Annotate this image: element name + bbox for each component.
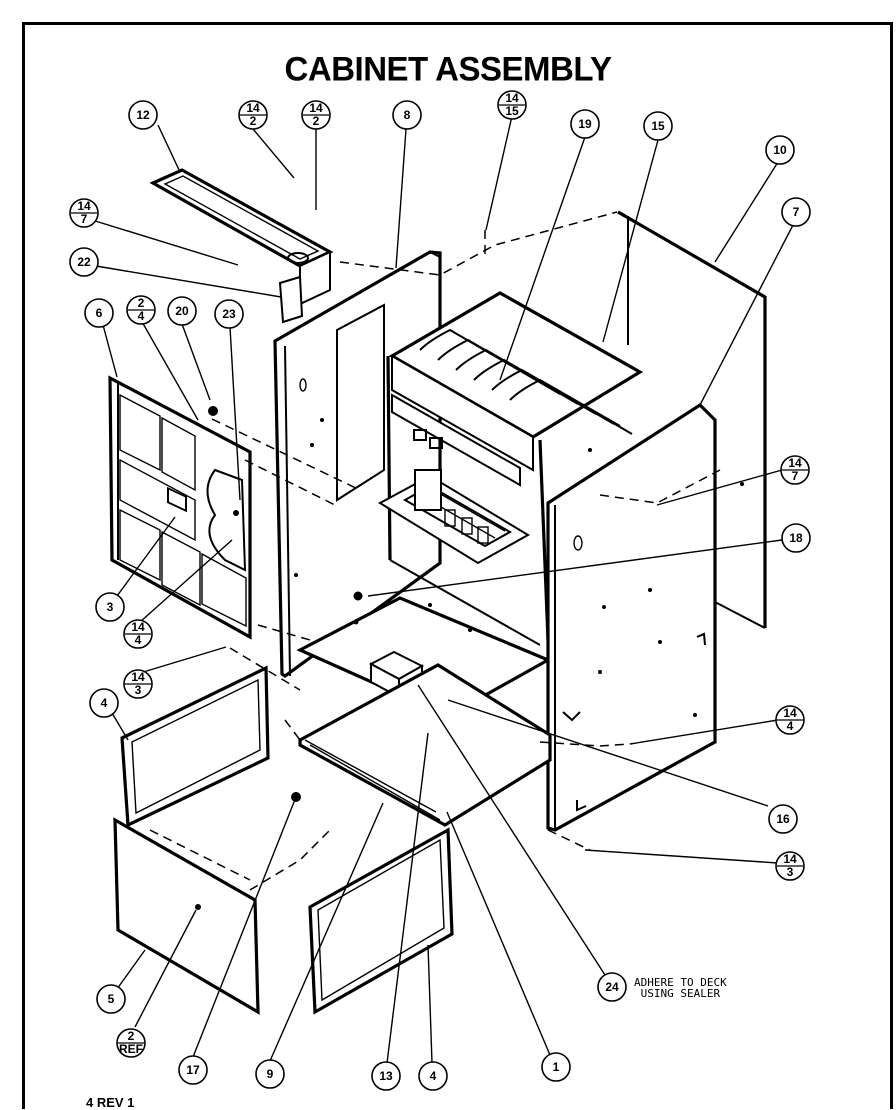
callout-14-7-right: 14 7 (780, 455, 810, 485)
callout-14-7-upper: 14 7 (69, 198, 99, 228)
svg-text:22: 22 (77, 255, 91, 269)
svg-text:13: 13 (379, 1069, 393, 1083)
callout-12: 12 (128, 100, 158, 130)
callout-18: 18 (781, 523, 811, 553)
svg-text:14: 14 (131, 620, 145, 634)
heat-exchanger (388, 291, 644, 487)
svg-text:14: 14 (246, 101, 260, 115)
svg-text:2: 2 (250, 114, 257, 128)
sealer-note-line1: ADHERE TO DECK (634, 976, 727, 989)
svg-text:7: 7 (81, 212, 88, 226)
svg-text:7: 7 (792, 469, 799, 483)
svg-text:14: 14 (77, 199, 91, 213)
callout-1: 1 (541, 1052, 571, 1082)
svg-text:14: 14 (309, 101, 323, 115)
svg-text:3: 3 (107, 600, 114, 614)
callout-10: 10 (765, 135, 795, 165)
svg-text:3: 3 (135, 683, 142, 697)
diagram-title: CABINET ASSEMBLY (284, 49, 612, 88)
revision-label: 4 REV 1 (86, 1095, 135, 1110)
callout-15: 15 (643, 111, 673, 141)
bottom-filter-frame (298, 663, 552, 1015)
drawing-frame (22, 22, 893, 1109)
svg-text:4: 4 (101, 696, 108, 710)
callout-14-4-left: 14 4 (123, 619, 153, 649)
svg-text:4: 4 (430, 1069, 437, 1083)
bracket-part (278, 275, 304, 324)
callout-2-ref: 2 REF (116, 1028, 146, 1058)
sealer-note-line2: USING SEALER (640, 987, 721, 1000)
svg-text:14: 14 (783, 852, 797, 866)
svg-text:16: 16 (776, 812, 790, 826)
callout-14-15: 14 15 (497, 90, 527, 120)
svg-text:4: 4 (787, 719, 794, 733)
callout-5: 5 (96, 984, 126, 1014)
svg-text:14: 14 (505, 91, 519, 105)
svg-text:15: 15 (505, 104, 519, 118)
svg-text:7: 7 (793, 205, 800, 219)
callout-2-4: 2 4 (126, 295, 156, 325)
callout-7: 7 (781, 197, 811, 227)
top-filler-panel (149, 168, 334, 306)
callout-17: 17 (178, 1055, 208, 1085)
svg-text:20: 20 (175, 304, 189, 318)
svg-text:2: 2 (128, 1029, 135, 1043)
callout-14-2-left: 14 2 (238, 100, 268, 130)
callout-14-2-right: 14 2 (301, 100, 331, 130)
callout-20: 20 (167, 296, 197, 326)
svg-text:2: 2 (313, 114, 320, 128)
callout-4-left: 4 (89, 688, 119, 718)
svg-text:10: 10 (773, 143, 787, 157)
callout-8: 8 (392, 100, 422, 130)
callout-24: 24 (597, 972, 627, 1002)
svg-text:9: 9 (267, 1067, 274, 1081)
svg-text:14: 14 (783, 706, 797, 720)
svg-text:19: 19 (578, 117, 592, 131)
svg-text:17: 17 (186, 1063, 200, 1077)
svg-text:23: 23 (222, 307, 236, 321)
svg-text:REF: REF (119, 1042, 143, 1056)
svg-text:15: 15 (651, 119, 665, 133)
svg-text:14: 14 (131, 670, 145, 684)
callout-14-4-right: 14 4 (775, 705, 805, 735)
svg-text:1: 1 (553, 1060, 560, 1074)
leader-lines (91, 115, 794, 1064)
svg-text:18: 18 (789, 531, 803, 545)
svg-text:4: 4 (138, 309, 145, 323)
callout-6: 6 (84, 298, 114, 328)
callout-14-3-right: 14 3 (775, 851, 805, 881)
svg-text:4: 4 (135, 633, 142, 647)
svg-text:12: 12 (136, 108, 150, 122)
svg-text:14: 14 (788, 456, 802, 470)
callout-16: 16 (768, 804, 798, 834)
svg-text:3: 3 (787, 865, 794, 879)
svg-text:6: 6 (96, 306, 103, 320)
svg-text:8: 8 (404, 108, 411, 122)
callout-9: 9 (255, 1059, 285, 1089)
assembly-lines (149, 211, 721, 891)
callout-19: 19 (570, 109, 600, 139)
callout-4-bottom: 4 (418, 1061, 448, 1091)
callout-13: 13 (371, 1061, 401, 1091)
callout-3: 3 (95, 592, 125, 622)
svg-text:24: 24 (605, 980, 619, 994)
svg-text:5: 5 (108, 992, 115, 1006)
svg-text:2: 2 (138, 296, 145, 310)
back-panel (617, 210, 767, 629)
upper-front-door (108, 375, 252, 640)
callout-14-3-left: 14 3 (123, 669, 153, 699)
callout-22: 22 (69, 247, 99, 277)
callout-23: 23 (214, 299, 244, 329)
lower-front-door (113, 665, 301, 1015)
sealer-note: ADHERE TO DECK USING SEALER (634, 977, 727, 999)
